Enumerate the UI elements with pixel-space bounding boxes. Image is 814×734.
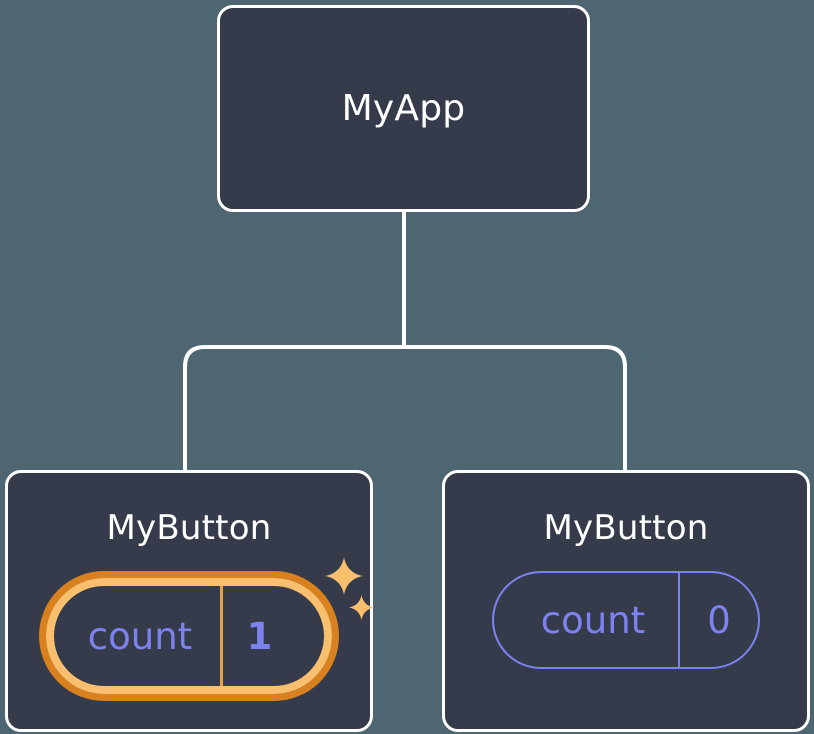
node-root-myapp[interactable]: MyApp	[217, 5, 590, 212]
state-key-label: count	[87, 614, 193, 658]
node-root-title: MyApp	[341, 87, 466, 129]
state-key-label: count	[540, 598, 646, 642]
state-pill-wrapper-right: count 0	[492, 571, 760, 670]
sparkle-four-point-small-icon	[349, 595, 374, 621]
state-pill-plain[interactable]: count 0	[492, 571, 760, 670]
connector-branch-bus	[183, 345, 627, 470]
node-child-right-title: MyButton	[543, 508, 709, 548]
node-child-mybutton-right[interactable]: MyButton count 0	[442, 470, 810, 732]
state-value-label: 1	[220, 586, 324, 687]
sparkle-four-point-large-icon	[325, 557, 363, 596]
node-child-mybutton-left[interactable]: MyButton count 1	[5, 470, 374, 732]
state-pill-wrapper-left: count 1	[39, 557, 374, 702]
state-value-label: 0	[678, 573, 758, 668]
node-child-left-title: MyButton	[106, 508, 272, 548]
state-pill-highlighted[interactable]: count 1	[39, 571, 339, 702]
state-pill-inner-ring: count 1	[46, 578, 332, 695]
